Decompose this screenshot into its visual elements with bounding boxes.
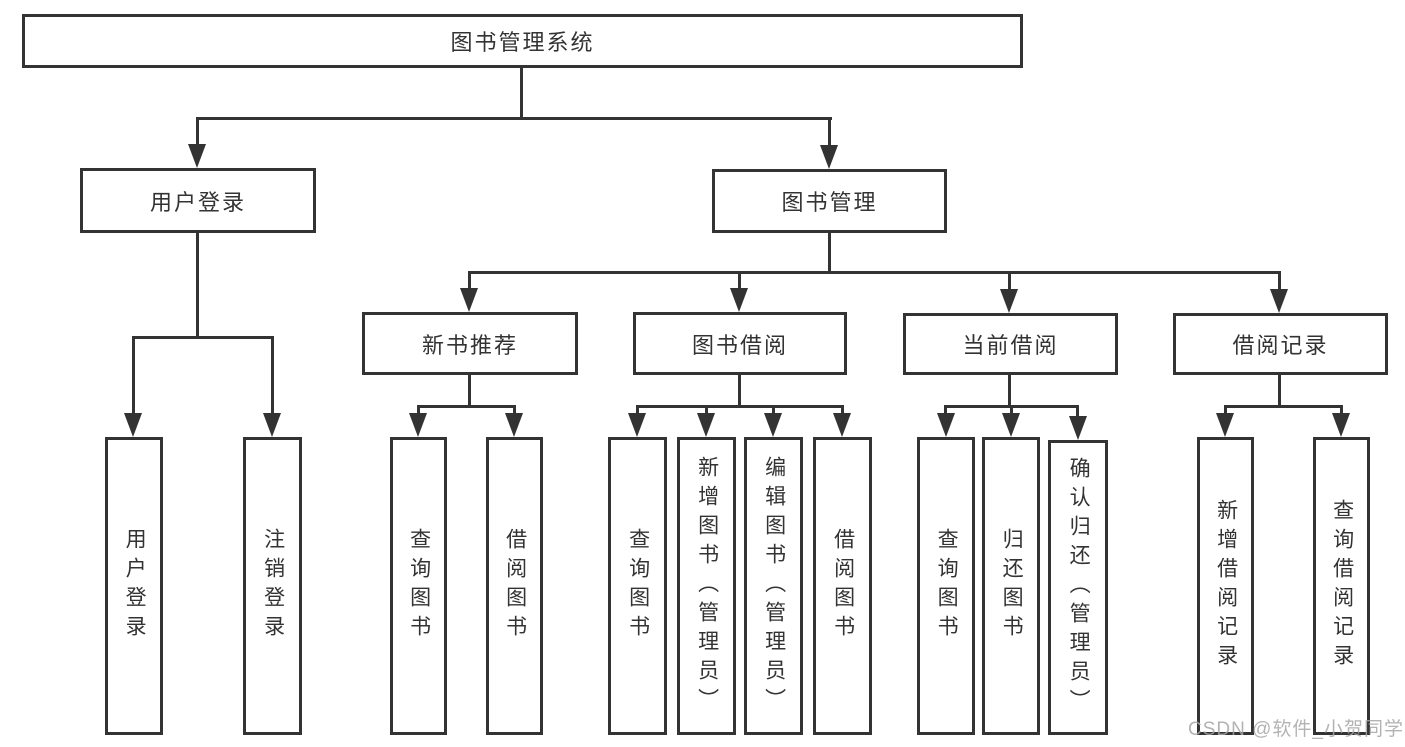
arrow-down-icon xyxy=(1002,413,1020,437)
arrow-down-icon xyxy=(730,288,748,312)
connector-stem-leaf xyxy=(1340,405,1343,417)
connector-borrow-trunk xyxy=(738,374,741,408)
connector-stem-user-login xyxy=(196,117,199,149)
connector-stem-leaf xyxy=(1224,405,1227,417)
node-new-book-recommend: 新书推荐 xyxy=(362,312,578,375)
leaf-query-book-borrow: 查询图书 xyxy=(608,437,667,735)
leaf-query-book-recommend: 查询图书 xyxy=(390,437,447,735)
node-root: 图书管理系统 xyxy=(22,14,1023,68)
connector-stem-book-borrow xyxy=(738,271,741,291)
csdn-watermark: CSDN @软件_小贺同学 xyxy=(1188,719,1404,740)
connector-current-trunk xyxy=(1008,375,1011,408)
arrow-down-icon xyxy=(833,413,851,437)
connector-stem-leaf xyxy=(1076,405,1079,419)
leaf-confirm-return-admin: 确认归还（管理员） xyxy=(1048,440,1108,735)
leaf-edit-book-admin-label: 编辑图书（管理员） xyxy=(762,455,786,717)
connector-book-management-trunk xyxy=(828,233,831,274)
node-root-label: 图书管理系统 xyxy=(450,30,595,55)
node-borrow-record: 借阅记录 xyxy=(1173,313,1388,375)
connector-stem-leaf xyxy=(636,405,639,417)
connector-stem-leaf xyxy=(1010,405,1013,417)
connector-stem-current-borrow xyxy=(1008,271,1011,292)
connector-stem-leaf xyxy=(417,405,420,417)
leaf-query-borrow-record: 查询借阅记录 xyxy=(1313,437,1370,735)
leaf-borrow-book: 借阅图书 xyxy=(813,437,872,735)
arrow-down-icon xyxy=(764,413,782,437)
leaf-borrow-book-recommend: 借阅图书 xyxy=(486,437,543,735)
connector-stem-leaf-logout xyxy=(271,336,274,416)
leaf-query-book-recommend-label: 查询图书 xyxy=(407,528,431,644)
arrow-down-icon xyxy=(697,413,715,437)
node-current-borrow: 当前借阅 xyxy=(903,313,1118,375)
connector-recommend-trunk xyxy=(468,374,471,408)
connector-record-trunk xyxy=(1278,375,1281,408)
connector-level2-bus xyxy=(196,117,832,120)
leaf-add-borrow-record: 新增借阅记录 xyxy=(1197,437,1254,735)
node-user-login-label: 用户登录 xyxy=(149,189,246,215)
arrow-down-icon xyxy=(1000,289,1018,313)
connector-stem-book-management xyxy=(828,117,831,149)
arrow-down-icon xyxy=(409,413,427,437)
node-user-login: 用户登录 xyxy=(80,168,316,233)
arrow-down-icon xyxy=(263,413,281,437)
connector-stem-leaf xyxy=(772,405,775,417)
node-book-borrow: 图书借阅 xyxy=(633,312,847,375)
arrow-down-icon xyxy=(628,413,646,437)
node-book-borrow-label: 图书借阅 xyxy=(691,332,788,358)
leaf-confirm-return-admin-label: 确认归还（管理员） xyxy=(1067,457,1091,718)
leaf-query-borrow-record-label: 查询借阅记录 xyxy=(1330,499,1354,673)
connector-stem-borrow-record xyxy=(1278,271,1281,292)
leaf-return-book-label: 归还图书 xyxy=(1000,528,1024,644)
leaf-logout: 注销登录 xyxy=(243,437,302,735)
connector-recommend-bus xyxy=(417,405,516,408)
connector-record-bus xyxy=(1224,405,1343,408)
leaf-add-book-admin: 新增图书（管理员） xyxy=(677,437,736,735)
arrow-down-icon xyxy=(188,144,206,168)
arrow-down-icon xyxy=(820,145,838,169)
node-book-management: 图书管理 xyxy=(712,169,947,233)
leaf-edit-book-admin: 编辑图书（管理员） xyxy=(744,437,803,735)
node-new-book-recommend-label: 新书推荐 xyxy=(421,332,518,358)
connector-user-login-bus xyxy=(132,336,274,339)
connector-stem-leaf xyxy=(513,405,516,417)
connector-borrow-bus xyxy=(636,405,844,408)
arrow-down-icon xyxy=(937,413,955,437)
leaf-query-book-current-label: 查询图书 xyxy=(935,528,959,644)
leaf-add-book-admin-label: 新增图书（管理员） xyxy=(695,455,719,717)
connector-stem-leaf xyxy=(944,405,947,417)
leaf-query-book-borrow-label: 查询图书 xyxy=(626,528,650,644)
leaf-add-borrow-record-label: 新增借阅记录 xyxy=(1214,499,1238,673)
connector-user-login-trunk xyxy=(196,233,199,339)
arrow-down-icon xyxy=(1270,289,1288,313)
connector-level3-bus xyxy=(468,271,1281,274)
arrow-down-icon xyxy=(460,288,478,312)
connector-stem-leaf xyxy=(705,405,708,417)
node-book-management-label: 图书管理 xyxy=(781,190,878,215)
arrow-down-icon xyxy=(1216,413,1234,437)
arrow-down-icon xyxy=(1069,416,1087,440)
leaf-user-login-label: 用户登录 xyxy=(123,528,147,644)
leaf-return-book: 归还图书 xyxy=(982,437,1040,735)
arrow-down-icon xyxy=(1332,413,1350,437)
connector-stem-leaf-user-login xyxy=(132,336,135,416)
leaf-query-book-current: 查询图书 xyxy=(917,437,975,735)
node-current-borrow-label: 当前借阅 xyxy=(962,333,1059,358)
arrow-down-icon xyxy=(505,413,523,437)
arrow-down-icon xyxy=(124,413,142,437)
leaf-logout-label: 注销登录 xyxy=(261,528,285,644)
leaf-borrow-book-recommend-label: 借阅图书 xyxy=(503,528,527,644)
connector-root-trunk xyxy=(520,68,523,120)
leaf-user-login: 用户登录 xyxy=(105,437,163,735)
connector-stem-new-book-recommend xyxy=(468,271,471,291)
leaf-borrow-book-label: 借阅图书 xyxy=(831,528,855,644)
connector-stem-leaf xyxy=(841,405,844,417)
node-borrow-record-label: 借阅记录 xyxy=(1232,333,1329,358)
